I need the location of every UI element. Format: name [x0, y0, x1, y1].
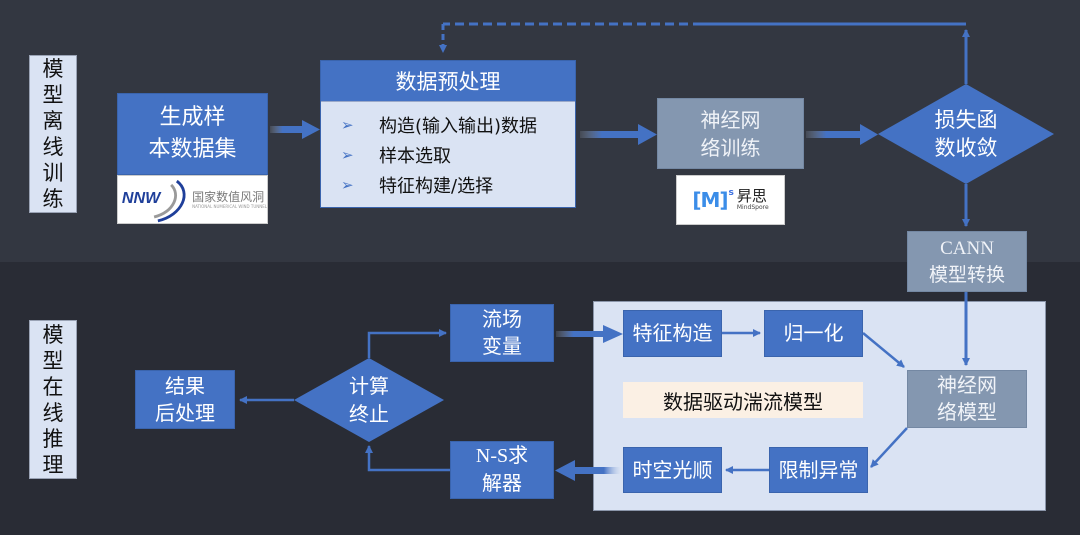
box-text: 结果	[165, 373, 205, 398]
section-label-online-inference: 模 型 在 线 推 理	[29, 320, 77, 479]
section-label-offline-training: 模 型 离 线 训 练	[29, 55, 77, 213]
generate-dataset-box: 生成样 本数据集	[117, 93, 268, 175]
box-text: 解器	[482, 471, 522, 495]
normalize-box: 归一化	[764, 310, 863, 357]
box-text: 络模型	[937, 400, 997, 424]
diamond-shape	[878, 84, 1054, 184]
box-text: CANN	[940, 237, 994, 259]
preprocess-item-text: 样本选取	[379, 146, 451, 167]
label-char: 线	[42, 135, 64, 159]
label-char: 理	[42, 452, 64, 477]
mindspore-mark: [M]	[692, 188, 728, 212]
diamond-text: 损失函	[934, 108, 998, 132]
feature-construct-box: 特征构造	[623, 310, 722, 357]
diamond-shape	[294, 358, 444, 442]
label-char: 模	[42, 57, 64, 81]
label-char: 在	[42, 374, 64, 399]
box-text: 神经网	[700, 107, 761, 132]
preprocess-list: ➢ 构造(输入输出)数据 ➢ 样本选取 ➢ 特征构建/选择	[321, 101, 575, 207]
preprocess-item-text: 特征构建/选择	[379, 176, 494, 197]
box-text: 生成样	[159, 105, 226, 130]
label-char: 离	[42, 109, 64, 133]
mindspore-logo: [M] s 昇思 MindSpore	[676, 175, 785, 225]
diamond-text: 计算	[349, 374, 389, 398]
nnw-logo: NNW 国家数值风洞 NATIONAL NUMERICAL WIND TUNNE…	[117, 175, 268, 224]
loss-converge-label: 损失函 数收敛	[918, 106, 1014, 162]
flow-variables-box: 流场 变量	[450, 304, 554, 362]
box-text: 神经网	[937, 373, 997, 397]
label-char: 型	[42, 83, 64, 107]
label-char: 模	[42, 322, 64, 347]
diamond-text: 数收敛	[934, 136, 998, 160]
ns-solver-box: N-S求 解器	[450, 441, 554, 499]
preprocess-item: ➢ 构造(输入输出)数据	[341, 110, 575, 140]
box-text: 模型转换	[928, 263, 1005, 286]
preprocess-item-text: 构造(输入输出)数据	[379, 116, 538, 137]
box-text: 时空光顺	[632, 457, 713, 482]
nnw-name: 国家数值风洞	[192, 189, 265, 204]
panel-title: 数据驱动湍流模型	[623, 382, 863, 418]
box-text: 限制异常	[778, 457, 859, 482]
mindspore-mark-icon: [M] s	[692, 188, 734, 212]
label-char: 推	[42, 426, 64, 451]
box-text: N-S求	[475, 445, 529, 467]
nnw-swoosh-icon: NNW	[122, 179, 186, 222]
arrow-bullet-icon: ➢	[341, 116, 354, 134]
preprocess-item: ➢ 特征构建/选择	[341, 170, 575, 200]
compute-stop-diamond	[294, 358, 444, 442]
box-text: 归一化	[783, 321, 844, 345]
mindspore-subtitle: MindSpore	[736, 204, 769, 211]
arrow-bullet-icon: ➢	[341, 146, 354, 164]
nnw-mark: NNW	[122, 188, 162, 206]
preprocess-title: 数据预处理	[321, 61, 575, 101]
box-text: 特征构造	[632, 321, 713, 345]
label-char: 线	[42, 400, 64, 425]
nnw-subtitle: NATIONAL NUMERICAL WIND TUNNEL	[192, 203, 267, 209]
arrow-bullet-icon: ➢	[341, 176, 354, 194]
compute-stop-label: 计算 终止	[329, 372, 409, 428]
box-text: 络训练	[700, 135, 761, 160]
data-preprocess-box: 数据预处理 ➢ 构造(输入输出)数据 ➢ 样本选取 ➢ 特征构建/选择	[320, 60, 576, 208]
label-char: 练	[42, 187, 64, 211]
mindspore-name: 昇思	[736, 187, 767, 205]
loss-converge-diamond	[878, 84, 1054, 184]
preprocess-item: ➢ 样本选取	[341, 140, 575, 170]
limit-anomaly-box: 限制异常	[769, 447, 868, 493]
box-text: 本数据集	[148, 137, 237, 162]
box-text: 流场	[482, 307, 522, 331]
nn-training-box: 神经网 络训练	[657, 98, 804, 169]
box-text: 变量	[482, 334, 522, 358]
nn-model-box: 神经网 络模型	[907, 370, 1027, 428]
cann-convert-box: CANN 模型转换	[907, 231, 1027, 292]
mindspore-superscript: s	[728, 188, 734, 198]
box-text: 后处理	[155, 400, 215, 425]
post-process-box: 结果 后处理	[135, 370, 235, 429]
label-char: 型	[42, 348, 64, 373]
spatiotemporal-smooth-box: 时空光顺	[623, 447, 722, 493]
label-char: 训	[42, 161, 64, 185]
diamond-text: 终止	[349, 402, 389, 426]
